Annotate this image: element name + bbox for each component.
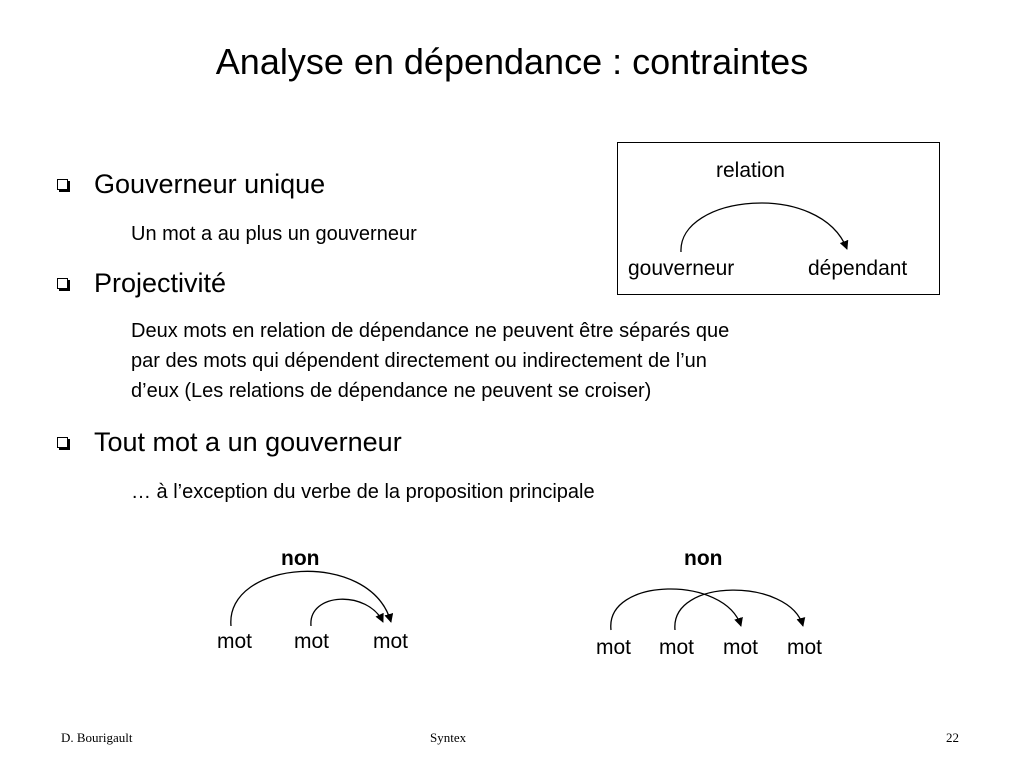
bullet-heading-2: Projectivité bbox=[94, 268, 227, 298]
example-2-word-2: mot bbox=[659, 636, 695, 659]
bullet-detail-2-line-3: d’eux (Les relations de dépendance ne pe… bbox=[131, 380, 652, 402]
bullet-heading-1: Gouverneur unique bbox=[94, 169, 326, 199]
checkbox-bullet-icon bbox=[57, 179, 68, 190]
footer-page-number: 22 bbox=[946, 730, 959, 745]
example-1-arc-long bbox=[230, 570, 394, 627]
bullet-detail-1: Un mot a au plus un gouverneur bbox=[131, 223, 417, 245]
bullet-detail-2-line-1: Deux mots en relation de dépendance ne p… bbox=[131, 320, 730, 342]
example-2-word-3: mot bbox=[723, 636, 759, 659]
legend-arc bbox=[680, 202, 849, 253]
bullet-detail-2-line-2: par des mots qui dépendent directement o… bbox=[131, 350, 707, 372]
example-1-word-1: mot bbox=[217, 630, 253, 653]
bullet-heading-3: Tout mot a un gouverneur bbox=[94, 427, 402, 457]
checkbox-bullet-icon bbox=[57, 437, 68, 448]
slide-title: Analyse en dépendance : contraintes bbox=[215, 41, 809, 82]
example-2-label: non bbox=[684, 547, 723, 570]
legend-governor-label: gouverneur bbox=[628, 257, 735, 280]
example-1-word-2: mot bbox=[294, 630, 330, 653]
example-1-label: non bbox=[281, 547, 320, 570]
example-1-word-3: mot bbox=[373, 630, 409, 653]
example-2-arc-1 bbox=[610, 588, 743, 631]
footer-author: D. Bourigault bbox=[61, 730, 133, 745]
example-1-arc-short bbox=[310, 598, 384, 627]
legend-box bbox=[617, 142, 940, 295]
bullet-detail-3: … à l’exception du verbe de la propositi… bbox=[131, 481, 595, 503]
checkbox-bullet-icon bbox=[57, 278, 68, 289]
example-2-word-4: mot bbox=[787, 636, 823, 659]
legend-dependent-label: dépendant bbox=[808, 257, 908, 280]
legend-relation-label: relation bbox=[716, 159, 785, 182]
example-2-word-1: mot bbox=[596, 636, 632, 659]
example-2-arc-2 bbox=[674, 589, 806, 631]
footer-center: Syntex bbox=[430, 730, 467, 745]
